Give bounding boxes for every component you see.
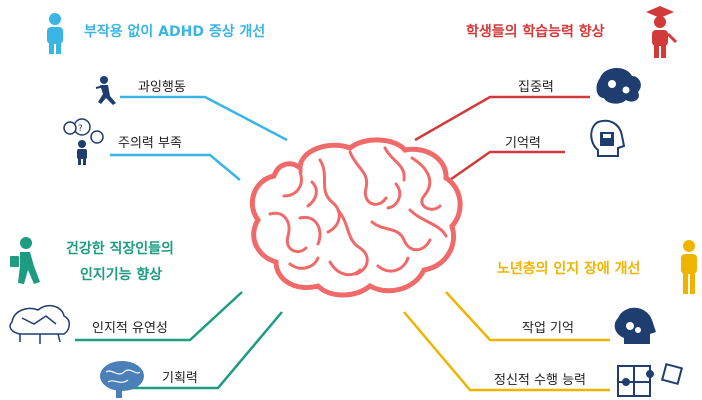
person-icon [47, 13, 63, 54]
connector-hyperactivity [120, 95, 288, 142]
memory-head-icon [590, 119, 626, 157]
label-planning: 기획력 [162, 371, 198, 386]
label-hyperactivity: 과잉행동 [138, 80, 186, 95]
connector-memory [446, 150, 565, 184]
label-working-memory: 작업 기억 [522, 321, 574, 336]
connector-focus [414, 95, 590, 142]
head-gears-icon [596, 67, 641, 104]
workers-title-line1: 건강한 직장인들의 [66, 241, 174, 257]
brain-icon [249, 137, 463, 298]
brain-circuit-icon [100, 361, 144, 398]
puzzle-icon [617, 362, 684, 397]
seniors-title: 노년층의 인지 장애 개선 [497, 261, 641, 277]
connector-working-memory [445, 291, 610, 342]
connector-flexibility [75, 291, 243, 342]
brain-head-icon [614, 307, 656, 344]
connector-planning [120, 311, 283, 390]
connector-attention [110, 153, 241, 181]
running-person-icon [95, 76, 116, 105]
walking-person-icon [10, 237, 40, 284]
connector-mental-performance [403, 311, 610, 392]
adhd-title: 부작용 없이 ADHD 증상 개선 [84, 24, 266, 40]
label-mental-performance: 정신적 수행 능력 [494, 373, 586, 388]
senior-person-icon [681, 240, 697, 294]
students-title: 학생들의 학습능력 향상 [466, 24, 605, 40]
label-attention-deficit: 주의력 부족 [118, 136, 182, 151]
seniors-connectors [403, 291, 610, 392]
workers-connectors [75, 291, 283, 390]
graduate-icon [646, 6, 678, 58]
students-connectors [414, 95, 590, 184]
label-memory: 기억력 [505, 136, 541, 151]
workers-title-line2: 인지기능 향상 [80, 267, 163, 283]
label-focus: 집중력 [518, 80, 554, 95]
thinking-person-icon: ? [63, 118, 104, 165]
brain-network-icon [9, 304, 70, 344]
svg-text:?: ? [78, 124, 83, 134]
adhd-connectors [110, 95, 288, 181]
label-cognitive-flexibility: 인지적 유연성 [92, 321, 168, 336]
